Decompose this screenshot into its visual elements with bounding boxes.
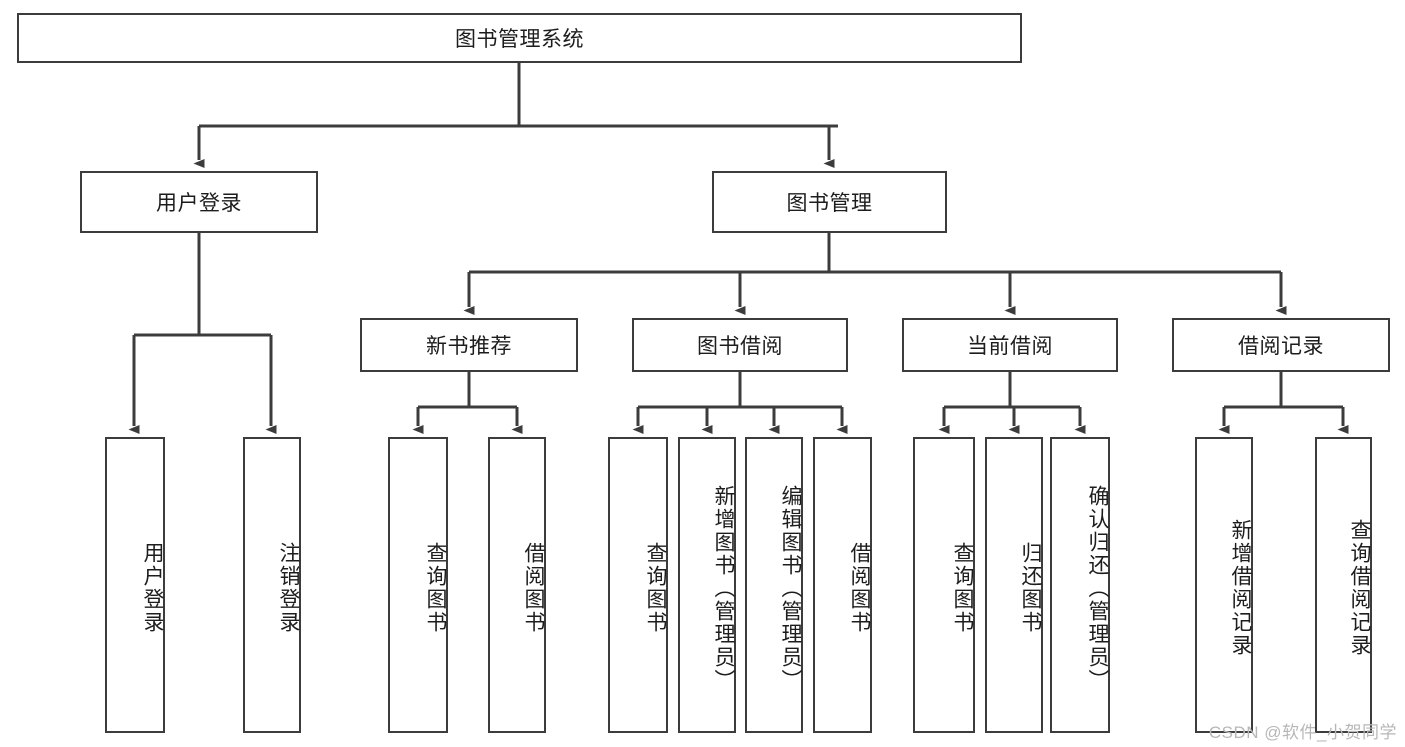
- leaf-return-book-label: 归还图书: [1019, 542, 1042, 634]
- leaf-add-record-label: 新增借阅记录: [1229, 519, 1252, 657]
- leaf-query-book-borrow-label: 查询图书: [644, 542, 667, 634]
- node-user-login[interactable]: 用户登录: [80, 171, 318, 233]
- node-new-book-recommend-label: 新书推荐: [426, 335, 512, 358]
- leaf-edit-book[interactable]: 编辑图书（管理员）: [745, 437, 803, 733]
- leaf-query-book-cur-label: 查询图书: [951, 542, 974, 634]
- node-root[interactable]: 图书管理系统: [17, 13, 1022, 63]
- node-book-manage[interactable]: 图书管理: [712, 171, 947, 233]
- node-book-manage-label: 图书管理: [786, 192, 873, 215]
- leaf-confirm-return-label: 确认归还（管理员）: [1086, 484, 1109, 692]
- node-root-label: 图书管理系统: [455, 28, 584, 51]
- leaf-return-book[interactable]: 归还图书: [985, 437, 1043, 733]
- node-book-borrow-label: 图书借阅: [697, 335, 783, 358]
- leaf-confirm-return[interactable]: 确认归还（管理员）: [1050, 437, 1110, 733]
- leaf-edit-book-label: 编辑图书（管理员）: [779, 484, 802, 692]
- leaf-user-login-label: 用户登录: [141, 542, 164, 634]
- leaf-query-book-rec[interactable]: 查询图书: [388, 437, 448, 733]
- leaf-query-record[interactable]: 查询借阅记录: [1315, 437, 1372, 733]
- node-borrow-record-label: 借阅记录: [1238, 335, 1324, 358]
- leaf-add-record[interactable]: 新增借阅记录: [1195, 437, 1253, 733]
- node-current-borrow[interactable]: 当前借阅: [902, 318, 1118, 372]
- leaf-query-book-borrow[interactable]: 查询图书: [608, 437, 668, 733]
- leaf-query-book-rec-label: 查询图书: [424, 542, 447, 634]
- leaf-query-book-cur[interactable]: 查询图书: [913, 437, 975, 733]
- node-book-borrow[interactable]: 图书借阅: [632, 318, 848, 372]
- leaf-add-book[interactable]: 新增图书（管理员）: [678, 437, 736, 733]
- leaf-query-record-label: 查询借阅记录: [1348, 519, 1371, 657]
- node-user-login-label: 用户登录: [156, 192, 242, 215]
- leaf-borrow-book-rec-label: 借阅图书: [522, 542, 545, 634]
- leaf-user-login[interactable]: 用户登录: [105, 437, 165, 733]
- watermark: CSDN @软件_小贺同学: [1208, 723, 1397, 742]
- node-current-borrow-label: 当前借阅: [967, 335, 1053, 358]
- leaf-borrow-book-rec[interactable]: 借阅图书: [488, 437, 546, 733]
- leaf-add-book-label: 新增图书（管理员）: [712, 484, 735, 692]
- leaf-borrow-book-label: 借阅图书: [848, 542, 871, 634]
- leaf-borrow-book[interactable]: 借阅图书: [813, 437, 872, 733]
- leaf-user-logout[interactable]: 注销登录: [243, 437, 301, 733]
- leaf-user-logout-label: 注销登录: [277, 542, 300, 634]
- node-borrow-record[interactable]: 借阅记录: [1172, 318, 1390, 372]
- node-new-book-recommend[interactable]: 新书推荐: [360, 318, 578, 372]
